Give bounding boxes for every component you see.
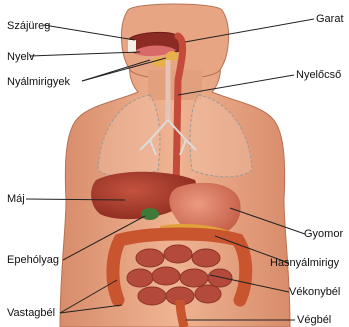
label-esophagus: Nyelőcső [296,69,341,82]
gallbladder [141,208,159,220]
label-mouth: Szájüreg [7,20,50,33]
label-rectum: Végbél [297,314,331,327]
label-tongue: Nyelv [7,51,35,64]
small-intestine [127,245,232,305]
label-small-intestine: Vékonybél [289,286,340,299]
label-salivary-glands: Nyálmirigyek [7,76,70,89]
rectum [180,300,184,327]
teeth [128,40,136,52]
label-pharynx: Garat [316,13,344,26]
label-large-intestine: Vastagbél [7,307,55,320]
salivary-gland [166,51,178,61]
label-pancreas: Hasnyálmirigy [270,257,339,270]
label-gallbladder: Epehólyag [7,254,59,267]
label-stomach: Gyomor [304,228,343,241]
label-liver: Máj [7,193,25,206]
